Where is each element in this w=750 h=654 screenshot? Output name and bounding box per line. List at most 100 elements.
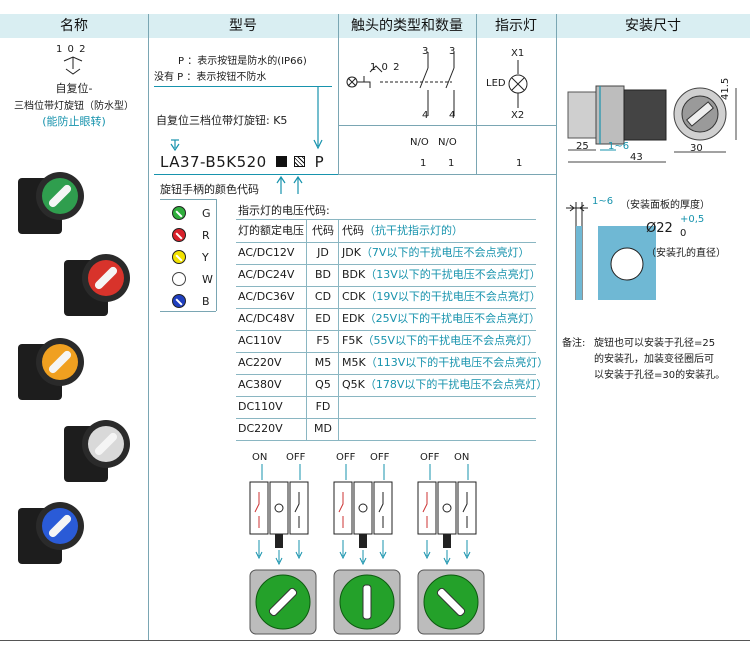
color-code-label: 旋钮手柄的颜色代码 (160, 183, 259, 196)
contact-type-a: N/O (410, 137, 429, 148)
rated-voltage: AC/DC36V (238, 290, 295, 303)
switch-contact-block (417, 464, 485, 635)
note-line-2: 的安装孔，加装变径圈后可 (594, 354, 714, 365)
voltage-header-rated: 灯的额定电压 (238, 224, 304, 237)
color-code-letter: Y (202, 251, 209, 264)
color-code-arrows (276, 175, 303, 194)
dim-30: 30 (690, 143, 703, 154)
hole-diameter: Ø22 (646, 221, 673, 236)
af-code: EDK (342, 312, 365, 325)
switch-state-right: OFF (370, 452, 390, 463)
product-photo-green (14, 168, 88, 242)
contact-symbol-label: 1 0 2 (370, 62, 401, 73)
panel-thickness-range: 1~6 (592, 196, 614, 207)
color-swatch-blue (172, 294, 186, 308)
grid-line (236, 219, 536, 220)
af-code: M5K (342, 356, 366, 369)
indicator-led-label: LED (486, 78, 506, 89)
voltage-header-code: 代码 (306, 220, 339, 242)
header-mount: 安装尺寸 (625, 18, 681, 34)
af-note: （7V以下的干扰电压不会点亮灯） (360, 246, 530, 259)
callout-arrows (170, 86, 323, 152)
rated-voltage: AC380V (238, 378, 282, 391)
bottom-border (0, 640, 750, 641)
voltage-code: FD (306, 396, 339, 418)
af-code: BDK (342, 268, 366, 281)
anti-interference-code: EDK（25V以下的干扰电压不会点亮灯） (338, 308, 540, 330)
voltage-header-af: 代码（抗干扰指示灯的） (338, 220, 536, 242)
anti-interference-code: F5K（55V以下的干扰电压不会点亮灯） (338, 330, 539, 352)
model-code-prefix: LA37-B5K520 (160, 153, 267, 171)
grid-line (338, 174, 556, 175)
hole-tolerance-plus: +0,5 (680, 214, 705, 225)
rated-voltage: AC110V (238, 334, 282, 347)
color-swatch-red (172, 228, 186, 242)
terminal-3b: 3 (449, 46, 456, 57)
color-code-letter: R (202, 229, 210, 242)
indicator-x2: X2 (511, 110, 525, 121)
model-code: LA37-B5K520 P (160, 153, 324, 171)
knob-type-title: 自复位三档位带灯旋钮: K5 (156, 114, 288, 127)
grid-line (160, 311, 216, 312)
contact-qty-b: 1 (448, 158, 455, 169)
grid-line (338, 125, 556, 126)
dim-43: 43 (630, 152, 643, 163)
grid-line (160, 199, 216, 200)
panel-thickness-label: （安装面板的厚度） (620, 200, 710, 211)
product-photo-white (60, 416, 134, 490)
switch-state-right: ON (454, 452, 470, 463)
contact-type-b: N/O (438, 137, 457, 148)
af-code: JDK (342, 246, 361, 259)
rated-voltage: AC220V (238, 356, 282, 369)
color-swatch-green (172, 206, 186, 220)
color-code-letter: W (202, 273, 213, 286)
grid-line (476, 14, 477, 174)
waterproof-note: P ：表示按钮是防水的(IP66) (178, 56, 307, 67)
product-name-line1: 自复位- (55, 82, 93, 95)
rated-voltage: AC/DC24V (238, 268, 295, 281)
color-code-letter: B (202, 295, 210, 308)
af-code: F5K (342, 334, 363, 347)
model-code-placeholder-hatched (294, 156, 306, 167)
anti-interference-code: CDK（19V以下的干扰电压不会点亮灯） (338, 286, 541, 308)
switch-state-diagram: OFF ON (414, 448, 488, 638)
voltage-table-header: 灯的额定电压 代码 代码（抗干扰指示灯的） (236, 220, 536, 243)
terminal-4a: 4 (422, 110, 429, 121)
note-line-1: 旋钮也可以安装于孔径=25 (594, 338, 716, 349)
product-photo-red (60, 250, 134, 324)
anti-interference-code (338, 418, 536, 440)
voltage-header-af-note: （抗干扰指示灯的） (364, 224, 463, 237)
voltage-code-title: 指示灯的电压代码: (238, 204, 330, 217)
voltage-code: MD (306, 418, 339, 440)
product-name-line2: 三档位带灯旋钮（防水型） (14, 101, 134, 112)
grid-line (338, 14, 339, 174)
table-header: 名称 型号 触头的类型和数量 指示灯 安装尺寸 (0, 14, 750, 38)
switch-state-left: OFF (420, 452, 440, 463)
af-code: CDK (342, 290, 366, 303)
contact-diagram (346, 52, 455, 116)
color-swatch-yellow (172, 250, 186, 264)
header-name: 名称 (60, 18, 88, 34)
color-swatch-white (172, 272, 186, 286)
product-photo-orange (14, 334, 88, 408)
model-code-suffix: P (314, 153, 325, 171)
indicator-x1: X1 (511, 48, 525, 59)
terminal-3a: 3 (422, 46, 429, 57)
grid-line (216, 199, 217, 311)
af-note: （55V以下的干扰电压不会点亮灯） (362, 334, 539, 347)
hole-tolerance-zero: 0 (680, 228, 687, 239)
header-indicator: 指示灯 (495, 18, 537, 34)
switch-contact-block (249, 464, 317, 635)
selector-position-label: 1 0 2 (56, 44, 87, 55)
anti-interference-code: JDK（7V以下的干扰电压不会点亮灯） (338, 242, 536, 264)
header-contacts: 触头的类型和数量 (351, 18, 463, 34)
model-code-placeholder-filled (276, 156, 288, 167)
voltage-code: CD (306, 286, 339, 308)
af-note: （19V以下的干扰电压不会点亮灯） (365, 290, 541, 303)
